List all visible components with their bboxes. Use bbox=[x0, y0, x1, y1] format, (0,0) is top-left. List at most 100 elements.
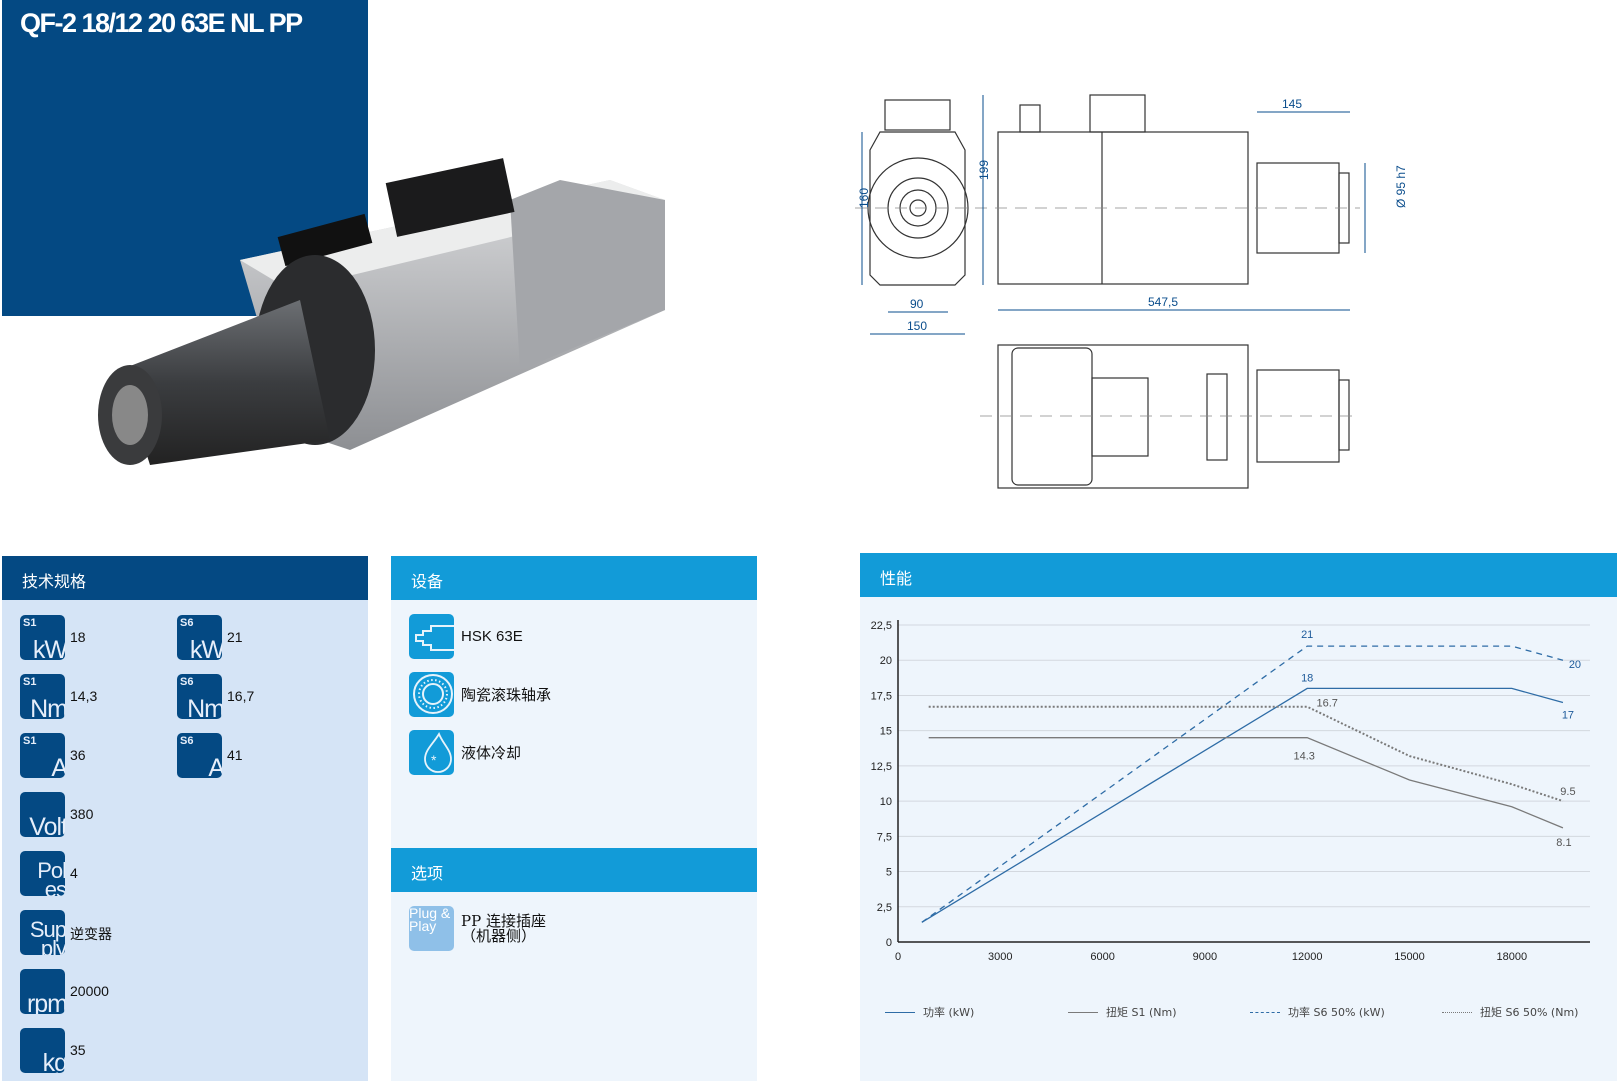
spec-value: 逆变器 bbox=[70, 927, 112, 943]
dim-diameter-95: Ø 95 h7 bbox=[1394, 165, 1408, 208]
x-tick-label: 15000 bbox=[1394, 951, 1425, 963]
series-line-2 bbox=[921, 645, 1564, 923]
data-label: 9.5 bbox=[1560, 786, 1575, 798]
legend-item: 扭矩 S6 50% (Nm) bbox=[1442, 1004, 1578, 1020]
spec-icon-kg: kg bbox=[20, 1028, 65, 1073]
front-view bbox=[867, 99, 969, 286]
data-label: 8.1 bbox=[1556, 837, 1571, 849]
legend-label: 扭矩 S6 50% (Nm) bbox=[1480, 1006, 1579, 1019]
spec-value: 20000 bbox=[70, 983, 109, 999]
top-view bbox=[997, 344, 1350, 489]
series-line-0 bbox=[921, 687, 1564, 923]
equipment-item-label: HSK 63E bbox=[461, 628, 523, 645]
x-tick-label: 0 bbox=[895, 951, 901, 963]
x-tick-label: 3000 bbox=[988, 951, 1012, 963]
legend-swatch bbox=[885, 1011, 915, 1013]
spec-icon-unit: A bbox=[51, 754, 65, 779]
dim-199: 199 bbox=[977, 160, 991, 180]
spec-icon-rpm: rpm bbox=[20, 969, 65, 1014]
technical-drawing: 160 199 90 150 145 547,5 Ø 95 h7 bbox=[855, 94, 1408, 489]
y-tick-label: 0 bbox=[886, 937, 892, 949]
product-photo bbox=[98, 158, 665, 465]
spec-value: 36 bbox=[70, 747, 86, 763]
x-tick-label: 6000 bbox=[1090, 951, 1114, 963]
dim-160: 160 bbox=[857, 188, 871, 208]
spec-icon-sup: S6 bbox=[180, 735, 194, 747]
spec-value: 41 bbox=[227, 747, 243, 763]
spec-icon-sup: S6 bbox=[180, 676, 194, 688]
performance-panel: 性能 bbox=[860, 553, 1617, 1081]
series-line-1 bbox=[928, 737, 1564, 829]
spec-icon-kw: S6 kW bbox=[177, 615, 222, 660]
y-tick-label: 17,5 bbox=[871, 690, 892, 702]
y-tick-label: 10 bbox=[880, 796, 892, 808]
legend-swatch bbox=[1442, 1011, 1472, 1013]
data-label: 21 bbox=[1301, 629, 1313, 641]
legend-swatch bbox=[1068, 1011, 1098, 1013]
hsk-tool-holder-icon bbox=[409, 614, 454, 659]
plug-and-play-icon: Plug & Play bbox=[409, 906, 454, 951]
option-item-label: PP 连接插座 （机器侧） bbox=[461, 914, 546, 944]
equipment-item-label: 液体冷却 bbox=[461, 744, 522, 762]
spec-icon-unit: kg bbox=[42, 1049, 65, 1074]
y-tick-label: 20 bbox=[880, 655, 892, 667]
product-title: QF-2 18/12 20 63E NL PP bbox=[20, 8, 303, 38]
y-tick-label: 12,5 bbox=[871, 761, 892, 773]
dim-547-5: 547,5 bbox=[1148, 295, 1178, 309]
data-label: 14.3 bbox=[1293, 751, 1314, 763]
x-tick-label: 9000 bbox=[1193, 951, 1217, 963]
spec-value: 14,3 bbox=[70, 688, 98, 704]
equipment-header: 设备 bbox=[391, 556, 757, 600]
spec-icon-sup: S1 bbox=[23, 617, 37, 629]
legend-label: 功率 S6 50% (kW) bbox=[1288, 1006, 1385, 1019]
legend-item: 扭矩 S1 (Nm) bbox=[1068, 1004, 1177, 1020]
legend-label: 扭矩 S1 (Nm) bbox=[1106, 1006, 1177, 1019]
spec-icon-unit: kW bbox=[189, 636, 222, 661]
y-tick-label: 5 bbox=[886, 867, 892, 879]
spec-icon-unit: Volt bbox=[29, 813, 65, 838]
data-label: 17 bbox=[1562, 709, 1574, 721]
spec-value: 21 bbox=[227, 629, 243, 645]
spec-icon-kw: S1 kW bbox=[20, 615, 65, 660]
spec-icon-unit: A bbox=[208, 754, 222, 779]
spec-icon-sup: S6 bbox=[180, 617, 194, 629]
spec-value: 4 bbox=[70, 865, 78, 881]
series-line-3 bbox=[928, 705, 1564, 803]
dim-145: 145 bbox=[1282, 97, 1302, 111]
spec-icon-unit: kW bbox=[32, 636, 65, 661]
spec-value: 18 bbox=[70, 629, 86, 645]
spec-icon-unit: Nm bbox=[187, 695, 222, 720]
x-tick-label: 12000 bbox=[1292, 951, 1323, 963]
spec-value: 16,7 bbox=[227, 688, 255, 704]
spec-icon-unit: Nm bbox=[30, 695, 65, 720]
spec-icon-volt: Volt bbox=[20, 792, 65, 837]
options-header: 选项 bbox=[391, 848, 757, 892]
y-tick-label: 7,5 bbox=[877, 831, 892, 843]
y-tick-label: 15 bbox=[880, 726, 892, 738]
legend-label: 功率 (kW) bbox=[923, 1006, 975, 1019]
spec-value: 35 bbox=[70, 1042, 86, 1058]
data-label: 20 bbox=[1569, 659, 1581, 671]
spec-icon-sup: S1 bbox=[23, 735, 37, 747]
liquid-cooling-icon: * bbox=[409, 730, 454, 775]
legend-swatch bbox=[1250, 1011, 1280, 1013]
data-label: 18 bbox=[1301, 672, 1313, 684]
option-sublabel: （机器侧） bbox=[461, 927, 537, 945]
y-tick-label: 22,5 bbox=[871, 620, 892, 632]
equipment-panel: 设备 HSK 63E 陶瓷滚珠轴承 * 液体冷却 选项 Plug & Play … bbox=[391, 556, 757, 1081]
performance-header: 性能 bbox=[860, 553, 1617, 597]
legend-item: 功率 S6 50% (kW) bbox=[1250, 1004, 1385, 1020]
legend-item: 功率 (kW) bbox=[885, 1004, 974, 1020]
dim-150: 150 bbox=[907, 319, 927, 333]
side-view bbox=[997, 94, 1350, 285]
data-label: 16.7 bbox=[1316, 698, 1337, 710]
specs-header: 技术规格 bbox=[2, 556, 368, 600]
y-tick-label: 2,5 bbox=[877, 902, 892, 914]
performance-chart: 0 2,5 5 7,5 10 12,5 15 17,5 20 22,5 0 3000 6000 9000 1… bbox=[871, 620, 1590, 963]
